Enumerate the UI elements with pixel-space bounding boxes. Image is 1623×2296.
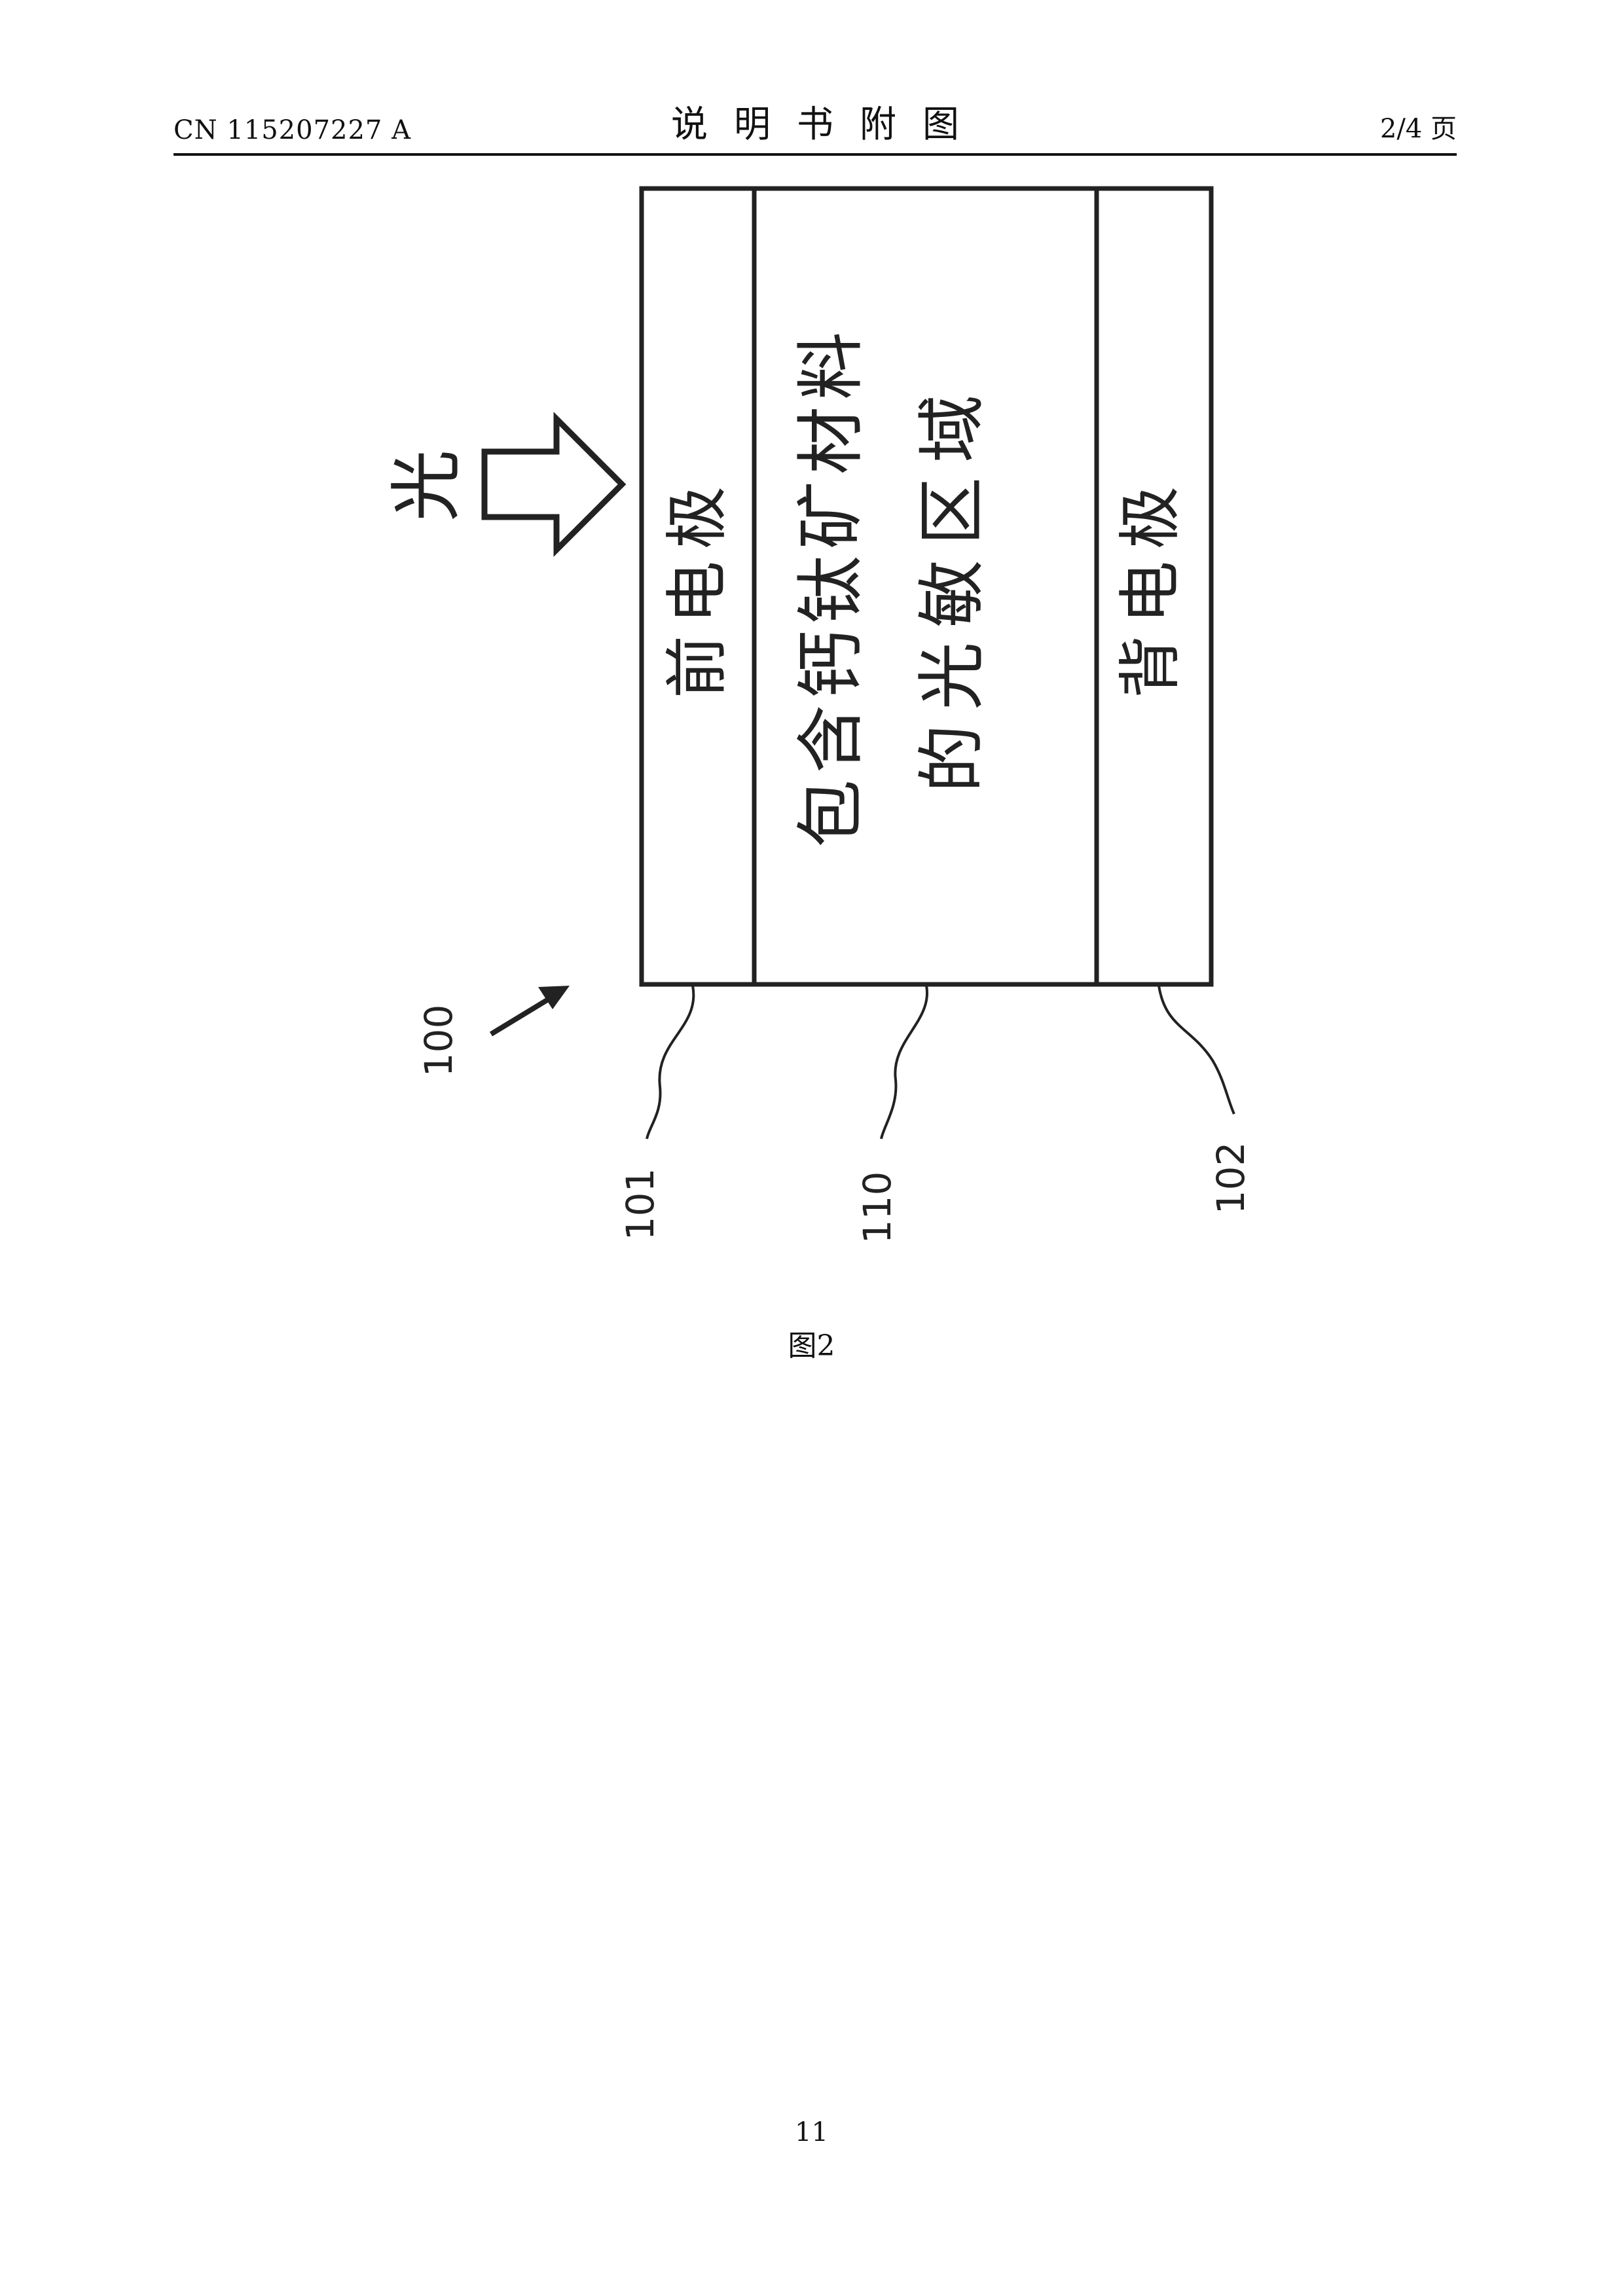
device-pointer-arrowhead-icon [538, 986, 570, 1009]
device-pointer-line [489, 991, 560, 1037]
figure-caption: 图2 [788, 1329, 835, 1363]
section-title: 说明书附图 [671, 103, 985, 146]
leader-line-110 [880, 985, 929, 1139]
active-region-label-line2: 的光敏区域 [912, 380, 992, 793]
page-indicator: 2/4 页 [1379, 114, 1457, 144]
back-electrode-label: 背电极 [1114, 475, 1187, 698]
ref-numeral-102: 102 [1209, 1142, 1253, 1215]
ref-numeral-110: 110 [855, 1172, 900, 1244]
active-region-label-line1: 包含钙钛矿材料 [791, 325, 871, 848]
figure-2: 前电极 包含钙钛矿材料 的光敏区域 背电极 光 100 101 110 102 [314, 177, 1296, 1263]
light-arrow-icon [481, 412, 627, 557]
leader-line-102 [1158, 985, 1235, 1115]
ref-numeral-100: 100 [416, 1005, 461, 1077]
publication-number: CN 115207227 A [173, 115, 411, 145]
page-header: CN 115207227 A 说明书附图 2/4 页 [173, 98, 1457, 156]
ref-numeral-101: 101 [618, 1168, 663, 1241]
page-number: 11 [795, 2117, 828, 2147]
leader-line-101 [646, 985, 695, 1139]
device-diagram: 前电极 包含钙钛矿材料 的光敏区域 背电极 光 100 101 110 102 [385, 186, 1253, 1244]
light-label: 光 [385, 450, 469, 522]
front-electrode-label: 前电极 [661, 475, 734, 698]
